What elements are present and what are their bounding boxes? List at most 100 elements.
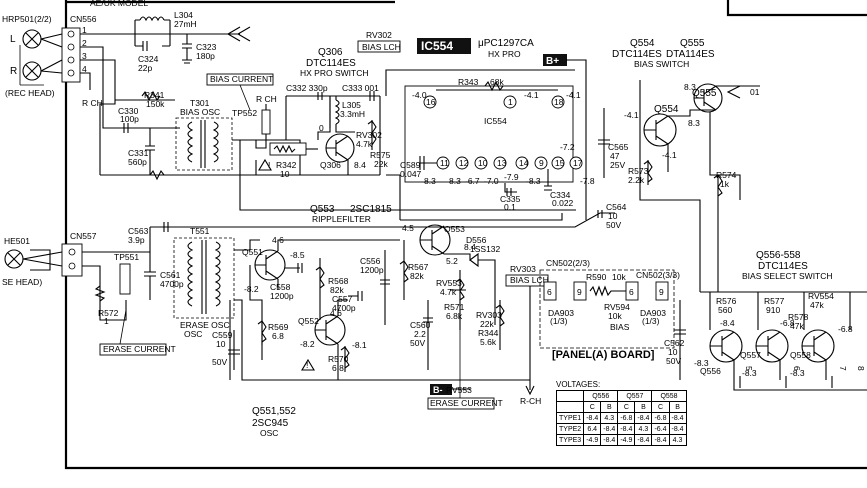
svg-text:1200p: 1200p (270, 291, 294, 301)
svg-text:3.9p: 3.9p (128, 235, 145, 245)
svg-text:8.4: 8.4 (354, 160, 366, 170)
svg-text:4700p: 4700p (160, 279, 184, 289)
svg-text:Q557: Q557 (740, 350, 761, 360)
rv303-bias-lch: RV303 BIAS LCH RV303 22k R344 5.6k R-CH (476, 264, 549, 406)
rec-head-wires (80, 46, 180, 175)
svg-text:82k: 82k (330, 285, 344, 295)
svg-text:C324: C324 (138, 54, 159, 64)
svg-text:R CH: R CH (82, 98, 103, 108)
svg-text:560p: 560p (128, 157, 147, 167)
svg-text:1k: 1k (720, 179, 730, 189)
svg-text:8.3: 8.3 (684, 82, 696, 92)
svg-text:6.8: 6.8 (272, 331, 284, 341)
svg-text:-8.3: -8.3 (790, 368, 805, 378)
svg-text:CN502(3/3): CN502(3/3) (636, 270, 680, 280)
svg-text:CN557: CN557 (70, 231, 97, 241)
svg-text:8.4: 8.4 (464, 242, 476, 252)
svg-text:15: 15 (555, 158, 565, 168)
svg-text:47k: 47k (810, 300, 824, 310)
svg-text:R-CH: R-CH (520, 396, 541, 406)
svg-text:7: 7 (838, 366, 848, 371)
svg-text:180p: 180p (196, 51, 215, 61)
svg-text:68k: 68k (490, 77, 504, 87)
svg-text:TP551: TP551 (114, 252, 139, 262)
svg-text:R577: R577 (764, 296, 785, 306)
svg-text:μPC1297CA: μPC1297CA (478, 38, 534, 49)
svg-text:1200p: 1200p (360, 265, 384, 275)
svg-text:Q554: Q554 (654, 104, 679, 115)
svg-text:-8.5: -8.5 (290, 250, 305, 260)
table-header-row: Q556 Q557 Q558 (555, 390, 687, 402)
svg-text:0.022: 0.022 (552, 198, 574, 208)
table-col-q557: Q557 (617, 390, 653, 402)
svg-text:2: 2 (82, 38, 87, 48)
q551-q552-oscillator: Q551 4.6 -8.5 -8.2 C558 1200p R568 82k C… (212, 235, 429, 380)
svg-text:6.8: 6.8 (332, 363, 344, 373)
svg-text:ERASE OSC: ERASE OSC (180, 320, 230, 330)
svg-text:Q556-558: Q556-558 (756, 250, 801, 261)
svg-text:RV302: RV302 (356, 130, 382, 140)
svg-text:Q552: Q552 (298, 316, 319, 326)
svg-text:HX PRO: HX PRO (488, 49, 521, 59)
svg-text:C565: C565 (608, 142, 629, 152)
svg-text:R568: R568 (328, 276, 349, 286)
svg-text:-8.4: -8.4 (720, 318, 735, 328)
svg-text:C331: C331 (128, 148, 149, 158)
svg-text:B+: B+ (546, 56, 559, 67)
svg-text:10: 10 (280, 169, 290, 179)
svg-text:25V: 25V (610, 160, 625, 170)
rv553-erase-current: RV553 4.7k R571 6.8k C560 2.2 50V B- RV5… (410, 270, 503, 410)
svg-text:L304: L304 (174, 10, 193, 20)
svg-text:3.3mH: 3.3mH (340, 109, 365, 119)
svg-text:Q553: Q553 (444, 224, 465, 234)
svg-text:DA903: DA903 (640, 308, 666, 318)
svg-text:-7.2: -7.2 (560, 142, 575, 152)
svg-text:Q306: Q306 (320, 160, 341, 170)
svg-text:4700p: 4700p (332, 303, 356, 313)
svg-text:4.7k: 4.7k (356, 139, 373, 149)
svg-text:-6.8: -6.8 (780, 318, 795, 328)
svg-text:50V: 50V (606, 220, 621, 230)
svg-text:1: 1 (104, 316, 109, 326)
board-border-left-bottom (64, 0, 867, 470)
q551-552-part: 2SC945 (252, 418, 289, 429)
svg-text:6: 6 (629, 287, 634, 297)
svg-text:-6.7: -6.7 (465, 176, 480, 186)
svg-text:-8.2: -8.2 (300, 339, 315, 349)
svg-text:DTA114ES: DTA114ES (666, 49, 715, 60)
svg-text:12: 12 (459, 158, 469, 168)
svg-text:C563: C563 (128, 226, 149, 236)
svg-text:HE501: HE501 (4, 236, 30, 246)
svg-text:C562: C562 (664, 338, 685, 348)
svg-text:3: 3 (82, 51, 87, 61)
svg-text:R576: R576 (716, 296, 737, 306)
t301-bias-osc: T301 BIAS OSC (175, 98, 301, 171)
svg-text:-8.1: -8.1 (352, 340, 367, 350)
svg-text:B-: B- (433, 385, 443, 395)
svg-text:BIAS LCH: BIAS LCH (510, 275, 549, 285)
q306-hx-pro-switch: Q306 DTC114ES HX PRO SWITCH C332 330p C3… (285, 47, 391, 175)
svg-text:HRP501(2/2): HRP501(2/2) (2, 14, 52, 24)
svg-text:R343: R343 (458, 77, 479, 87)
svg-text:TP552: TP552 (232, 108, 257, 118)
svg-text:R569: R569 (268, 322, 289, 332)
svg-text:R CH: R CH (256, 94, 277, 104)
svg-text:RV553: RV553 (436, 278, 462, 288)
svg-text:RIPPLEFILTER: RIPPLEFILTER (312, 214, 371, 224)
svg-text:8.3: 8.3 (688, 118, 700, 128)
bias-current-block: BIAS CURRENT TP552 R CH ! R342 10 (206, 73, 318, 179)
svg-text:10k: 10k (612, 272, 626, 282)
svg-text:-4.1: -4.1 (624, 110, 639, 120)
svg-text:-7.9: -7.9 (504, 172, 519, 182)
svg-text:BIAS CURRENT: BIAS CURRENT (210, 74, 273, 84)
svg-text:SE HEAD): SE HEAD) (2, 277, 42, 287)
svg-text:Q555: Q555 (692, 88, 717, 99)
svg-text:R567: R567 (408, 262, 429, 272)
svg-text:RV553: RV553 (446, 385, 472, 395)
svg-text:11: 11 (440, 158, 449, 168)
svg-text:10k: 10k (608, 311, 622, 321)
svg-text:10: 10 (608, 211, 618, 221)
rv302-ref: RV302 (366, 30, 392, 40)
svg-text:(REC HEAD): (REC HEAD) (5, 88, 55, 98)
svg-text:50V: 50V (666, 356, 681, 366)
